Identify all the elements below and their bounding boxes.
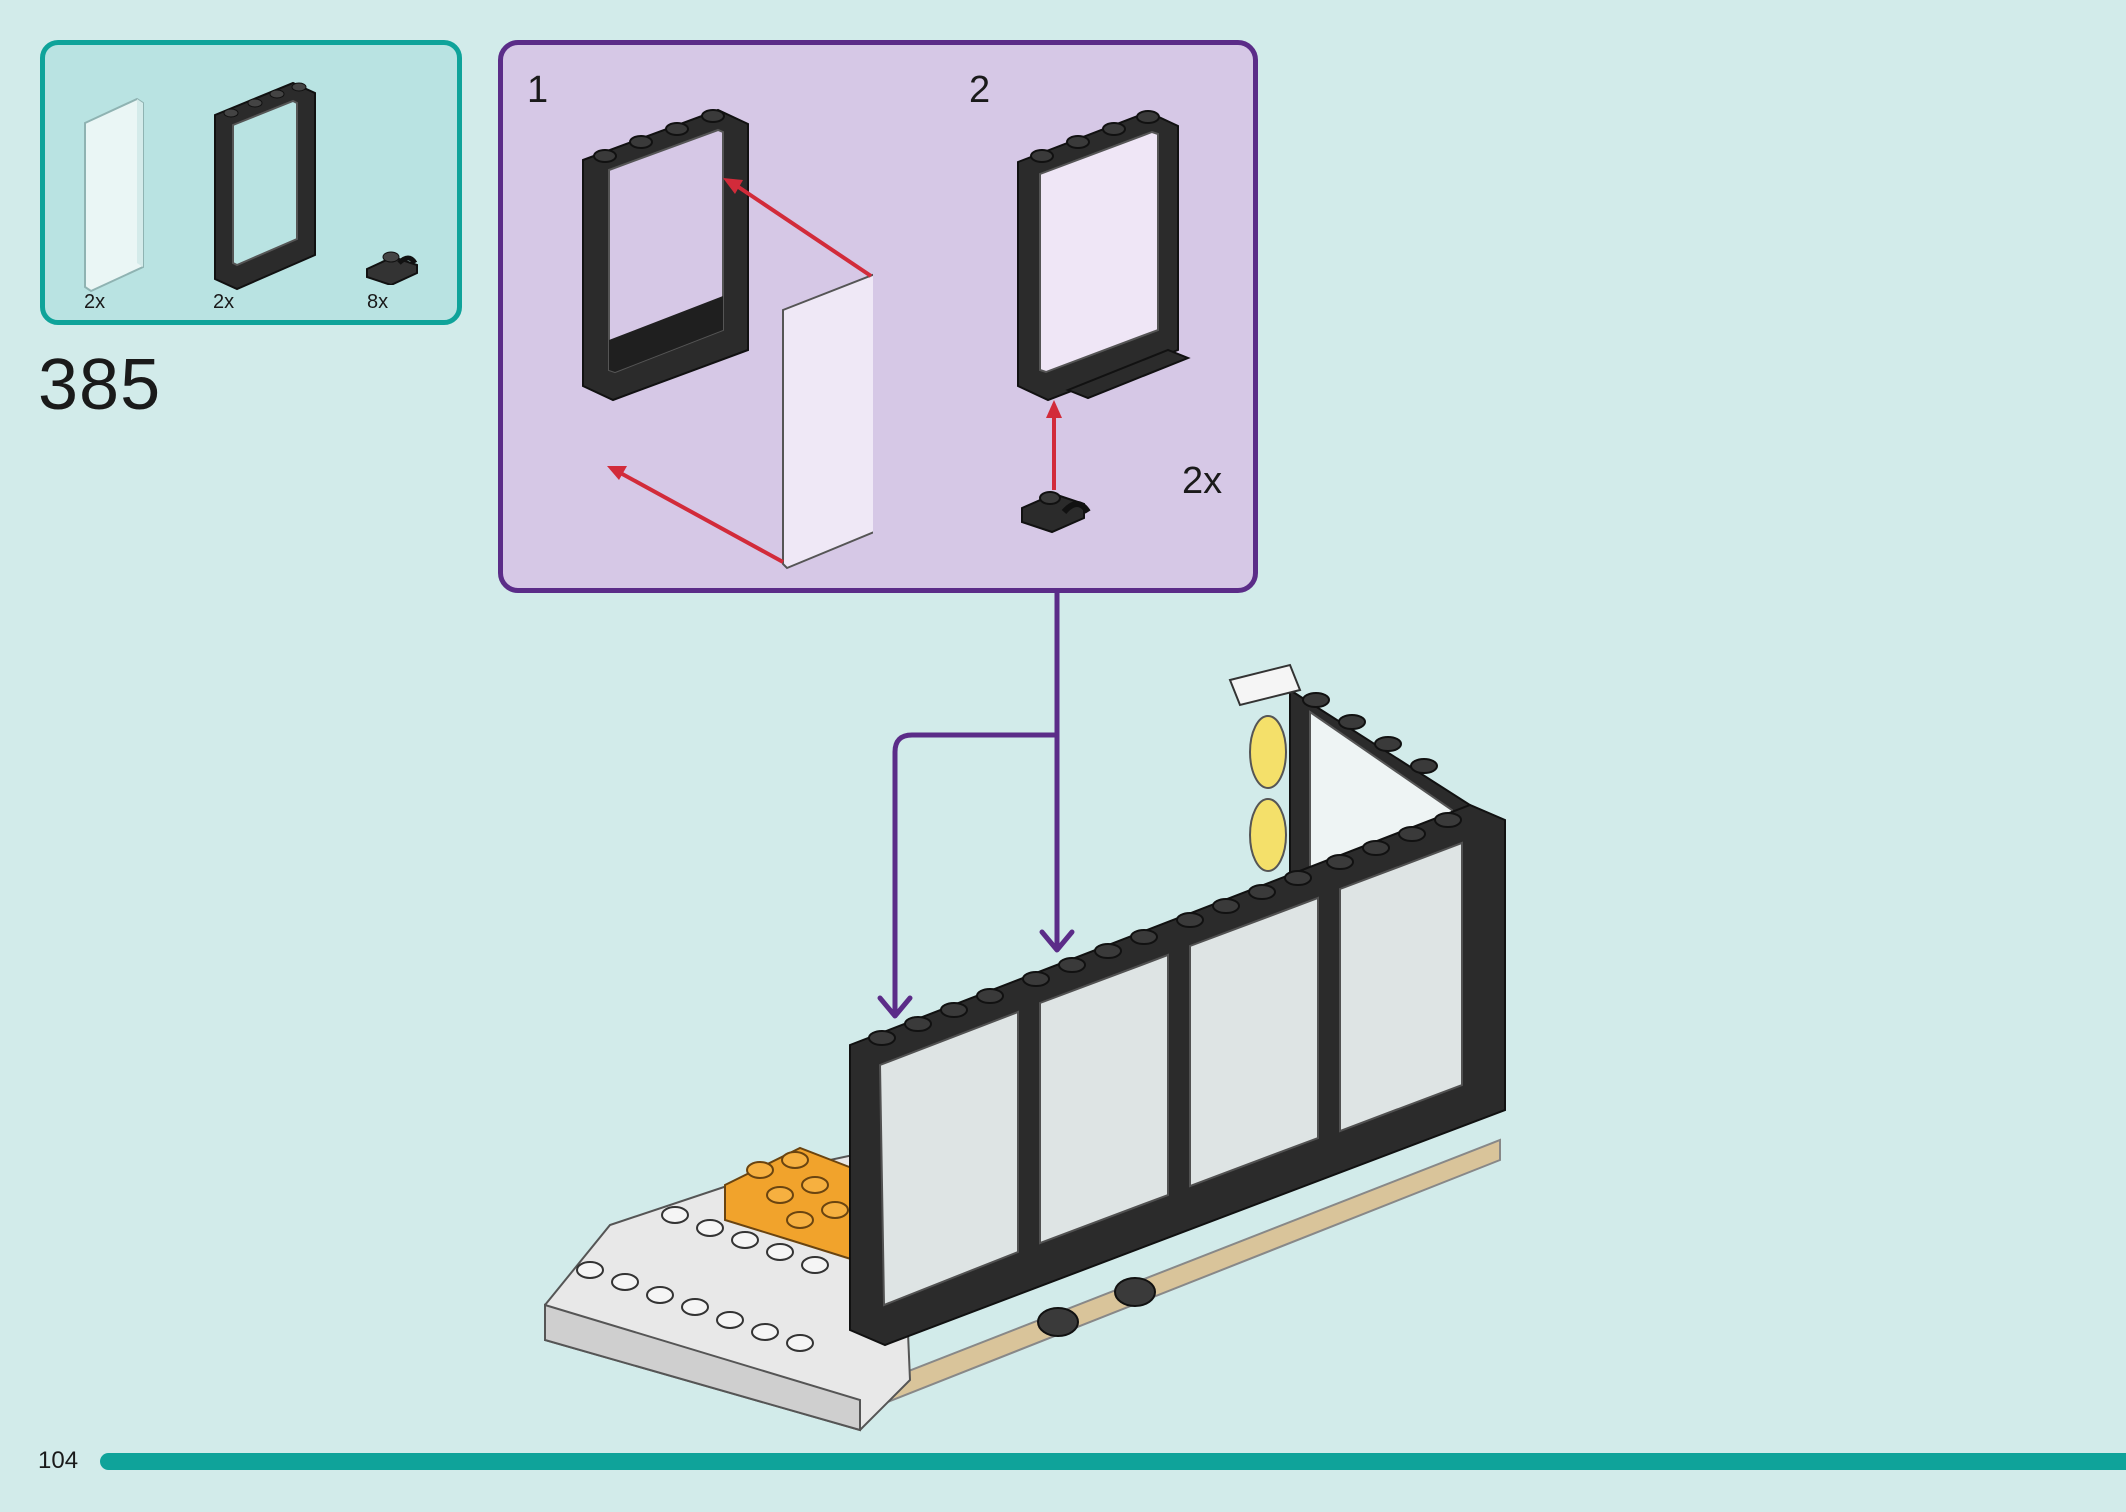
sub-step-1-label: 1 [527,69,549,111]
page-number: 104 [38,1447,79,1474]
sub-assembly-callout: 1 2 2x [498,40,1258,593]
transparent-glass-pane-icon [84,97,144,293]
parts-list-box: 2x 2x 8x [40,40,462,325]
sub-step-2-label: 2 [969,69,991,111]
part-qty-frame: 2x [213,291,235,313]
progress-bar [100,1453,2126,1470]
placement-arrows [877,593,1075,1019]
part-qty-clip: 8x [367,291,389,313]
sub-step-1-diagram [582,108,873,570]
part-qty-glass: 2x [84,291,106,313]
sub-assembly-multiplier: 2x [1182,460,1223,502]
black-window-frame-icon [214,81,316,291]
step-number: 385 [38,345,162,425]
building-base [544,1138,1501,1432]
window-wall [849,663,1506,1347]
black-clip-plate-icon [366,251,418,285]
sub-step-2-diagram [1017,110,1191,534]
